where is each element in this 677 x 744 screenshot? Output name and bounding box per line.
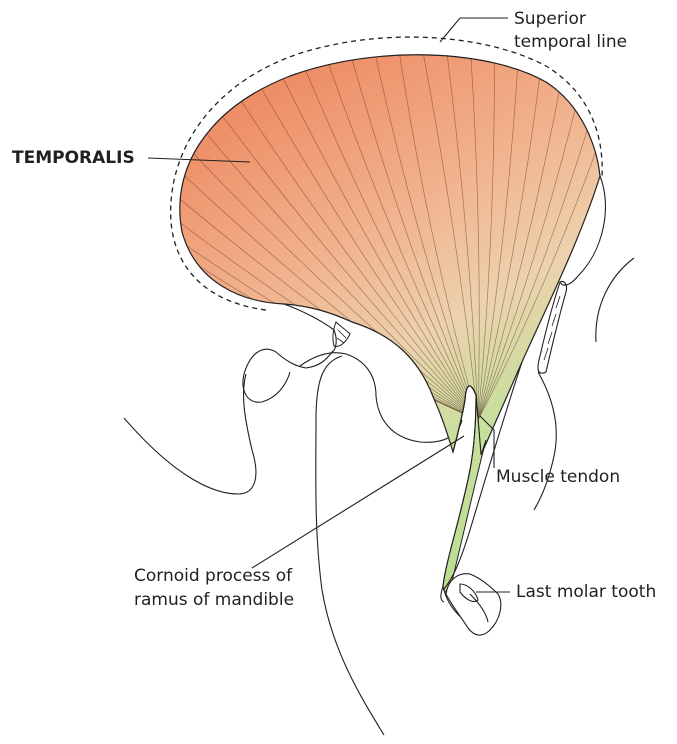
last-molar-label: Last molar tooth [516,581,656,603]
muscle-tendon-label: Muscle tendon [496,466,620,488]
leader-superior-temporal-line [440,18,508,42]
leader-coronoid [252,436,464,568]
temporalis-label: TEMPORALIS [12,147,135,169]
superior-temporal-line-label-line2: temporal line [514,31,627,53]
superior-temporal-line-label-line1: Superior [514,8,586,30]
coronoid-process-label-line1: Cornoid process of [134,565,292,587]
temporalis-muscle [180,55,600,455]
coronoid-process-label-line2: ramus of mandible [134,589,294,611]
last-molar-tooth [446,574,501,635]
